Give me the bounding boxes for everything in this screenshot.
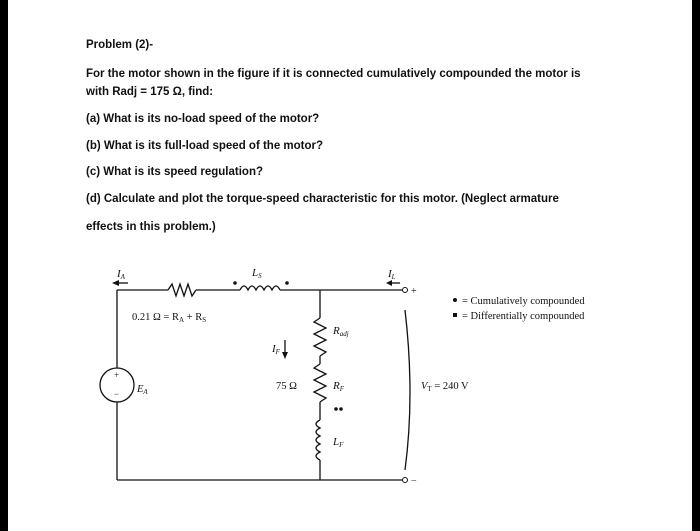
- question-b: (b) What is its full-load speed of the m…: [86, 140, 324, 152]
- rf-resistor-zigzag: [312, 363, 328, 403]
- polarity-dot-lf-1: [334, 407, 338, 411]
- label-ia: IA: [116, 268, 126, 281]
- legend-differential-text: = Differentially compounded: [462, 311, 585, 322]
- label-if: IF: [271, 343, 281, 356]
- polarity-dot-ls-left: [233, 281, 237, 285]
- legend-cumulative-text: = Cumulatively compounded: [462, 296, 585, 307]
- label-rf: RF: [332, 380, 345, 393]
- label-armature-resistance: 0.21 Ω = RA + RS: [132, 312, 206, 324]
- question-a: (a) What is its no-load speed of the mot…: [86, 113, 320, 125]
- polarity-dot-lf-2: [339, 407, 343, 411]
- document-page: Problem (2)- For the motor shown in the …: [8, 0, 692, 531]
- ia-arrow-head-icon: [112, 280, 119, 286]
- terminal-plus-node: [402, 287, 408, 293]
- label-il: IL: [387, 268, 396, 281]
- question-c: (c) What is its speed regulation?: [86, 166, 263, 178]
- radj-resistor-zigzag: [312, 317, 328, 357]
- label-ea: EA: [136, 384, 148, 396]
- label-75-ohm: 75 Ω: [276, 381, 297, 392]
- problem-intro-line1: For the motor shown in the figure if it …: [86, 68, 581, 80]
- label-ls: LS: [251, 267, 262, 280]
- series-inductor-ls: [239, 285, 281, 292]
- field-inductor-lf: [315, 419, 322, 461]
- legend-square-differential: [453, 313, 457, 317]
- label-vt: VT = 240 V: [421, 381, 469, 393]
- question-d-line1: (d) Calculate and plot the torque-speed …: [86, 193, 559, 205]
- label-terminal-minus: −: [411, 476, 417, 487]
- terminal-minus-node: [402, 477, 408, 483]
- terminal-voltage-bracket: [404, 309, 411, 471]
- legend-dot-cumulative: [453, 298, 457, 302]
- label-lf: LF: [332, 436, 344, 449]
- label-source-plus: +: [114, 370, 119, 380]
- label-radj: Radj: [332, 325, 349, 338]
- problem-title: Problem (2)-: [86, 39, 154, 51]
- question-d-line2: effects in this problem.): [86, 221, 216, 233]
- label-source-minus: −: [114, 389, 119, 399]
- if-arrow-head-icon: [282, 352, 288, 359]
- label-terminal-plus: +: [411, 286, 417, 297]
- il-arrow-head-icon: [386, 280, 392, 286]
- motor-armature-source-icon: [99, 367, 135, 403]
- problem-intro-line2: with Radj = 175 Ω, find:: [86, 86, 214, 98]
- polarity-dot-ls-right: [285, 281, 289, 285]
- armature-resistor-zigzag: [167, 281, 197, 299]
